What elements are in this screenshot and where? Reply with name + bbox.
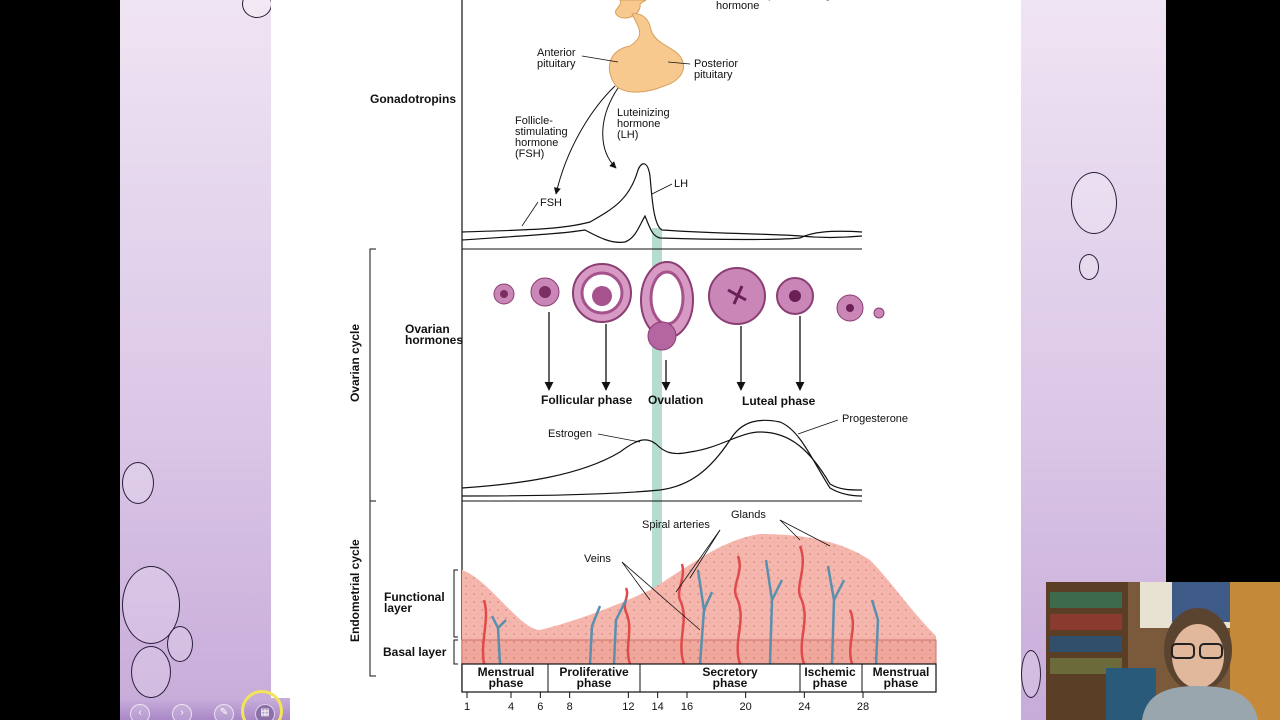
zoom-icon[interactable]: ⚲ bbox=[296, 704, 316, 720]
more-icon[interactable]: ⋯ bbox=[337, 704, 357, 720]
day-tick-label: 16 bbox=[681, 701, 693, 713]
hypothalamus-stalk bbox=[615, 0, 647, 19]
fsh-curve bbox=[461, 214, 863, 243]
gnrh-label: Gonadotropin-releasinghormone bbox=[716, 0, 831, 12]
veins bbox=[490, 559, 880, 665]
glands-label: Glands bbox=[731, 509, 766, 521]
bubble-decoration bbox=[1021, 650, 1041, 698]
next-icon[interactable]: › bbox=[172, 704, 192, 720]
webcam-feed bbox=[1046, 582, 1280, 720]
lh-arrow bbox=[602, 87, 619, 169]
spiral-arteries bbox=[481, 545, 855, 665]
ovulation-label: Ovulation bbox=[648, 393, 703, 407]
ovulation-band bbox=[652, 228, 662, 692]
bubble-decoration bbox=[131, 646, 171, 698]
bubble-decoration bbox=[1079, 254, 1099, 280]
endometrium-illustration bbox=[461, 534, 937, 665]
slide-left-background bbox=[120, 0, 272, 720]
progesterone-curve bbox=[461, 419, 863, 497]
presenter-video-icon bbox=[1046, 582, 1280, 720]
pen-icon[interactable]: ✎ bbox=[214, 704, 234, 720]
pituitary-gland bbox=[608, 13, 685, 93]
day-tick-label: 4 bbox=[508, 701, 514, 713]
fsh-arrow bbox=[553, 85, 616, 195]
day-tick-label: 8 bbox=[567, 701, 573, 713]
ovarian-bracket bbox=[369, 248, 376, 502]
prev-icon[interactable]: ‹ bbox=[130, 704, 150, 720]
estrogen-label: Estrogen bbox=[548, 428, 592, 440]
phase-dividers bbox=[547, 664, 863, 692]
spiral-arteries-label: Spiral arteries bbox=[642, 519, 710, 531]
fsh-curve-label: FSH bbox=[540, 197, 562, 209]
day-tick-label: 14 bbox=[652, 701, 664, 713]
bubble-decoration bbox=[122, 462, 154, 504]
bubble-decoration bbox=[167, 626, 193, 662]
phase-arrows bbox=[544, 312, 805, 391]
endometrial-cycle-label: Endometrial cycle bbox=[348, 539, 362, 642]
gonadotropins-label: Gonadotropins bbox=[370, 92, 456, 106]
day-tick-label: 6 bbox=[537, 701, 543, 713]
functional-bracket bbox=[453, 569, 458, 638]
ovarian-cycle-label: Ovarian cycle bbox=[348, 324, 362, 402]
day-tick-label: 24 bbox=[798, 701, 810, 713]
bubble-decoration bbox=[1071, 172, 1117, 234]
uterine-phase-row bbox=[461, 663, 937, 693]
estrogen-curve bbox=[461, 431, 863, 491]
cursor-highlight-ring bbox=[241, 690, 283, 720]
basal-layer-label: Basal layer bbox=[383, 645, 447, 659]
luteal-phase-label: Luteal phase bbox=[742, 394, 816, 408]
day-tick-label: 28 bbox=[857, 701, 869, 713]
follicular-phase-label: Follicular phase bbox=[541, 393, 633, 407]
day-tick-label: 12 bbox=[622, 701, 634, 713]
endometrial-bracket bbox=[369, 500, 376, 677]
veins-label: Veins bbox=[584, 553, 611, 565]
day-tick-label: 1 bbox=[464, 701, 470, 713]
basal-bracket bbox=[453, 639, 458, 665]
lh-curve bbox=[461, 163, 863, 239]
progesterone-label: Progesterone bbox=[842, 413, 908, 425]
follicle-stages bbox=[493, 261, 885, 351]
lh-curve-label: LH bbox=[674, 178, 688, 190]
day-tick-label: 20 bbox=[740, 701, 752, 713]
